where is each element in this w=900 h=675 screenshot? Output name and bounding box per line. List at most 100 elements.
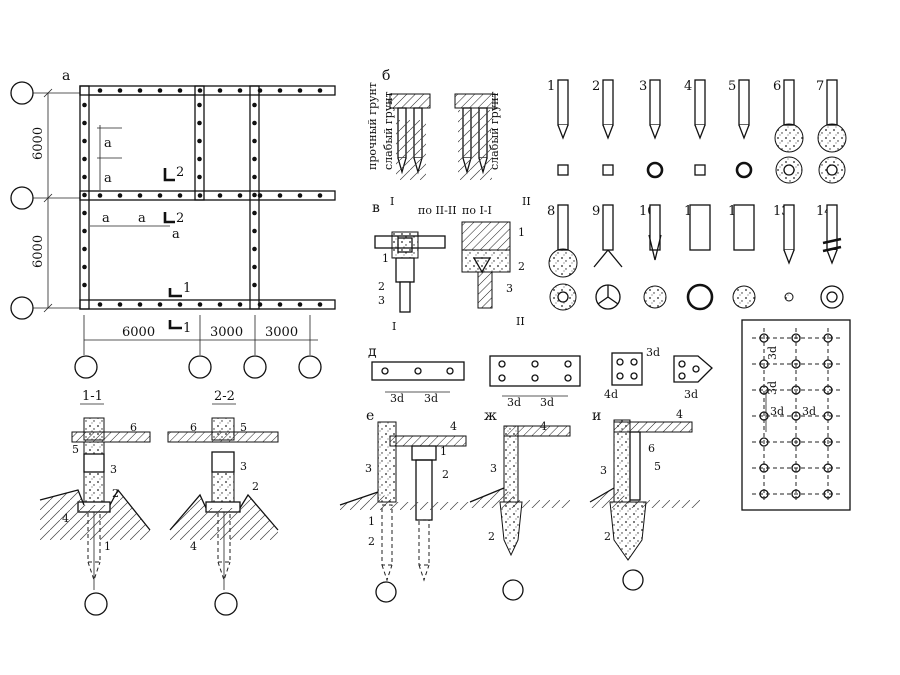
panel-b-label: б	[382, 68, 390, 84]
panel-zh-label: ж	[484, 408, 497, 424]
plan-pile-dot	[177, 193, 183, 198]
pile-type-7: 7	[816, 79, 847, 184]
pile-type-number: 7	[816, 79, 824, 94]
svg-text:6: 6	[190, 421, 197, 434]
plan-pile-dot	[252, 228, 257, 234]
plan-pile-dot	[82, 210, 87, 216]
dim-3000-2: 3000	[265, 325, 298, 340]
plan-pile-dot	[137, 302, 143, 307]
axis-bubble-1	[74, 355, 98, 379]
plan-pile-dot	[97, 193, 103, 198]
pile-type-number: 5	[728, 79, 736, 94]
axis-bubble-section-1	[84, 592, 108, 616]
svg-text:3: 3	[506, 282, 513, 295]
pile-type-number: 8	[547, 204, 555, 219]
plan-pile-dot	[82, 156, 87, 162]
dim-a-5: а	[172, 227, 180, 242]
svg-text:6: 6	[648, 442, 655, 455]
strong-soil-label: прочный грунт	[366, 82, 379, 170]
svg-text:2: 2	[488, 530, 495, 543]
svg-text:I: I	[390, 195, 394, 208]
panel-e-section: е 4 3 2 1 1 2	[339, 408, 470, 603]
panel-i-section: и 4 6 5 3 2	[589, 408, 700, 591]
svg-text:3: 3	[378, 294, 385, 307]
plan-pile-dot	[82, 246, 87, 252]
plan-pile-dot	[252, 102, 257, 108]
weak-soil-label-1: слабый грунт	[382, 91, 395, 170]
pile-type-number: 9	[592, 204, 600, 219]
plan-pile-dot	[82, 228, 87, 234]
plan-pile-dot	[197, 120, 202, 126]
pile-type-number: 1	[547, 79, 555, 94]
svg-text:2: 2	[368, 535, 375, 548]
svg-text:3d: 3d	[766, 381, 779, 395]
plan-pile-dot	[252, 264, 257, 270]
plan-pile-dot	[197, 193, 203, 198]
plan-pile-dot	[277, 302, 283, 307]
axis-bubble-4	[298, 355, 322, 379]
section-1-1-title: 1-1	[82, 389, 103, 404]
svg-text:3d: 3d	[390, 392, 404, 405]
svg-text:4: 4	[450, 420, 457, 433]
pile-type-13: 13	[773, 204, 795, 302]
panel-zh-section: ж 4 3 2	[469, 408, 571, 601]
plan-pile-dot	[177, 302, 183, 307]
svg-text:4: 4	[540, 420, 547, 433]
svg-text:2: 2	[252, 480, 259, 493]
dim-a-1: а	[104, 136, 112, 151]
dim-3000-1: 3000	[210, 325, 243, 340]
plan-pile-dot	[197, 102, 202, 108]
pile-field-dot	[791, 437, 801, 447]
plan-pile-dot	[252, 138, 257, 144]
plan-pile-dot	[117, 193, 123, 198]
po-I-I-label: по I-I	[462, 204, 492, 217]
pile-type-4: 4	[684, 79, 706, 176]
plan-pile-dot	[97, 88, 103, 93]
svg-text:1: 1	[183, 321, 191, 336]
plan-pile-dot	[297, 193, 303, 198]
svg-text:4: 4	[190, 540, 197, 553]
plan-pile-dot	[297, 88, 303, 93]
dim-a-3: а	[102, 211, 110, 226]
svg-text:3d: 3d	[770, 405, 784, 418]
plan-pile-dot	[252, 120, 257, 126]
axis-bubble-bottom	[10, 296, 34, 320]
pile-type-6: 6	[773, 79, 804, 184]
axis-bubble-2	[188, 355, 212, 379]
panel-d-pile-layouts: д 3d 3d 3d 3d 3d 4d 3d	[368, 344, 713, 409]
svg-text:1: 1	[104, 540, 111, 553]
pile-type-number: 2	[592, 79, 600, 94]
plan-pile-dot	[277, 193, 283, 198]
po-II-II-label: по II-II	[418, 204, 457, 217]
plan-pile-dot	[252, 282, 257, 288]
svg-text:3: 3	[240, 460, 247, 473]
svg-text:6: 6	[130, 421, 137, 434]
plan-pile-dot	[317, 302, 323, 307]
section-cut-1: 1 1	[168, 281, 191, 336]
axis-bubble-section-2	[214, 592, 238, 616]
svg-text:1: 1	[518, 226, 525, 239]
plan-pile-dot	[177, 88, 183, 93]
pile-field-grid: 3d 3d 3d 3d	[741, 319, 851, 511]
section-1-1: 1-1 5 3 2 6 4 1	[39, 389, 151, 616]
plan-pile-dot	[317, 88, 323, 93]
pile-type-10: 10	[639, 204, 667, 309]
axis-bubble-zh	[502, 579, 524, 601]
panel-i-label: и	[592, 408, 601, 424]
svg-text:3: 3	[490, 462, 497, 475]
plan-pile-dot	[137, 88, 143, 93]
axis-bubble-3	[243, 355, 267, 379]
plan-pile-dot	[97, 302, 103, 307]
plan-pile-dot	[197, 156, 202, 162]
plan-pile-dot	[137, 193, 143, 198]
svg-text:I: I	[392, 320, 396, 333]
plan-pile-dot	[252, 156, 257, 162]
plan-pile-dot	[82, 138, 87, 144]
svg-text:1: 1	[183, 281, 191, 296]
plan-pile-dot	[82, 192, 87, 198]
plan-pile-dot	[257, 302, 263, 307]
svg-text:3d: 3d	[540, 396, 554, 409]
plan-pile-dot	[82, 264, 87, 270]
